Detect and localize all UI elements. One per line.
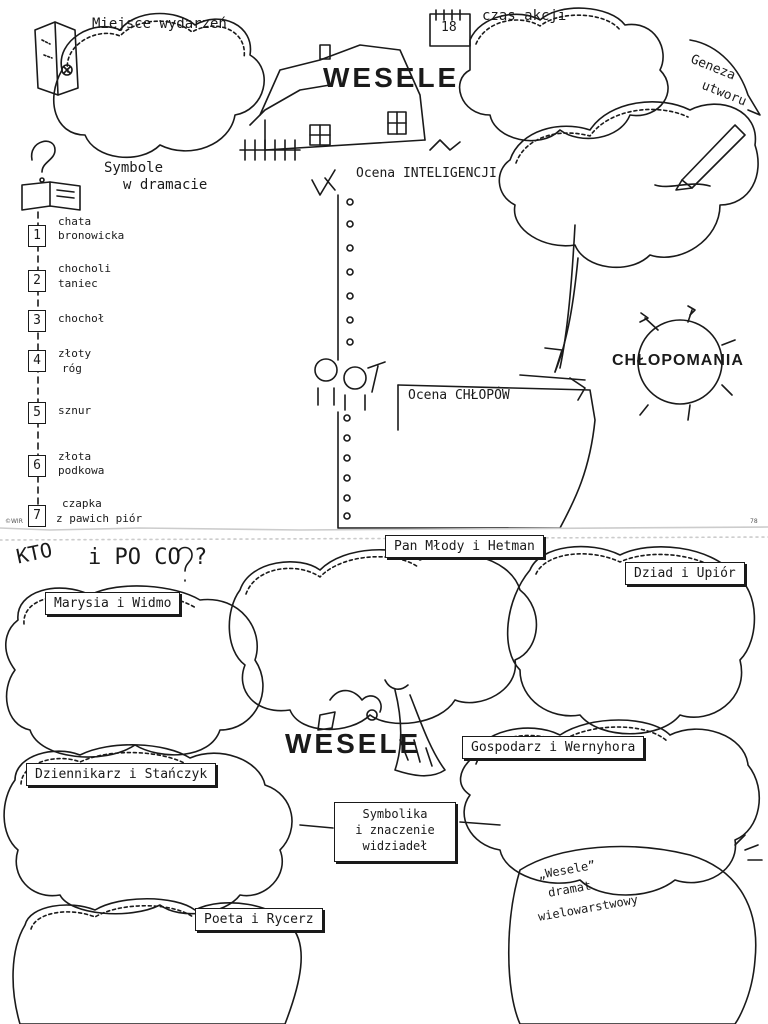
center-connector-left <box>299 824 334 829</box>
center-topic-box: Symbolika i znaczenie widziadeł <box>334 802 456 862</box>
symbol-number-4: 4 <box>28 350 46 372</box>
intelligentsia-check-icon <box>311 169 336 196</box>
label-dziad-upior: Dziad i Upiór <box>625 562 745 585</box>
symbol-number-5: 5 <box>28 402 46 424</box>
symbol-6-line1: złota <box>58 450 92 463</box>
symbols-label-1: Symbole <box>104 160 164 176</box>
label-marysia-widmo: Marysia i Widmo <box>45 592 181 615</box>
symbol-7-line1: czapka <box>62 497 102 510</box>
symbol-2-line2: taniec <box>58 277 98 290</box>
symbol-4-line1: złoty <box>58 347 92 360</box>
symbol-5-line1: sznur <box>58 404 92 417</box>
center-topic-line2: i znaczenie <box>355 823 435 837</box>
symbol-number-3: 3 <box>28 310 46 332</box>
symbol-4-line2: róg <box>62 362 82 375</box>
cloud-place <box>53 12 265 159</box>
symbol-1-line2: bronowicka <box>58 229 125 242</box>
speech-bubble-genre <box>508 834 763 1024</box>
symbol-1-line1: chata <box>58 215 92 228</box>
symbol-number-6: 6 <box>28 455 46 477</box>
center-topic-line3: widziadeł <box>362 839 428 853</box>
peasants-label: Ocena CHŁOPÓW <box>408 388 510 403</box>
top-title: WESELE <box>323 62 460 93</box>
center-connector-right <box>459 821 501 826</box>
map-icon <box>34 21 79 96</box>
label-pan-mlody-hetman: Pan Młody i Hetman <box>385 535 544 558</box>
intelligentsia-notepad <box>337 194 579 373</box>
peasants-icon <box>314 358 386 411</box>
cloud-genesis <box>498 101 759 269</box>
symbol-7-line2: z pawich piór <box>56 512 143 525</box>
chlopomania-label: CHŁOPOMANIA <box>612 352 744 369</box>
symbol-3-line1: chochoł <box>58 312 105 325</box>
label-poeta-rycerz: Poeta i Rycerz <box>195 908 323 931</box>
chochol-drawing <box>317 679 446 777</box>
symbol-number-7: 7 <box>28 505 46 527</box>
symbol-6-line2: podkowa <box>58 464 105 477</box>
symbol-number-1: 1 <box>28 225 46 247</box>
cloud-poeta <box>12 898 302 1024</box>
torn-edge <box>0 536 768 541</box>
chlopomania-sun-icon <box>637 305 736 421</box>
page-divider <box>0 526 768 531</box>
page-mark-left: ©WIR <box>5 518 23 525</box>
heading-what-for: i PO CO ? <box>88 545 208 570</box>
place-label: Miejsce wydarzeń <box>92 16 227 32</box>
page-number: 78 <box>750 518 758 525</box>
genesis-arrow <box>689 39 761 116</box>
book-question-icon <box>21 140 81 211</box>
symbol-number-2: 2 <box>28 270 46 292</box>
center-topic-line1: Symbolika <box>362 807 428 821</box>
pen-icon <box>654 124 746 191</box>
symbol-2-line1: chocholi <box>58 262 111 275</box>
cloud-pan-mlody <box>228 548 538 731</box>
intelligentsia-label: Ocena INTELIGENCJI <box>356 166 497 181</box>
symbols-label-2: w dramacie <box>123 177 208 193</box>
bottom-title: WESELE <box>285 728 422 759</box>
cloud-time <box>458 7 669 142</box>
label-gospodarz-wernyhora: Gospodarz i Wernyhora <box>462 736 645 759</box>
label-dziennikarz-stanczyk: Dziennikarz i Stańczyk <box>26 763 217 786</box>
heading-question-icon <box>177 546 193 582</box>
calendar-day: 18 <box>441 20 457 35</box>
calendar-icon <box>429 9 471 47</box>
house-drawing <box>239 44 461 161</box>
time-label: czas akcji <box>482 8 567 24</box>
